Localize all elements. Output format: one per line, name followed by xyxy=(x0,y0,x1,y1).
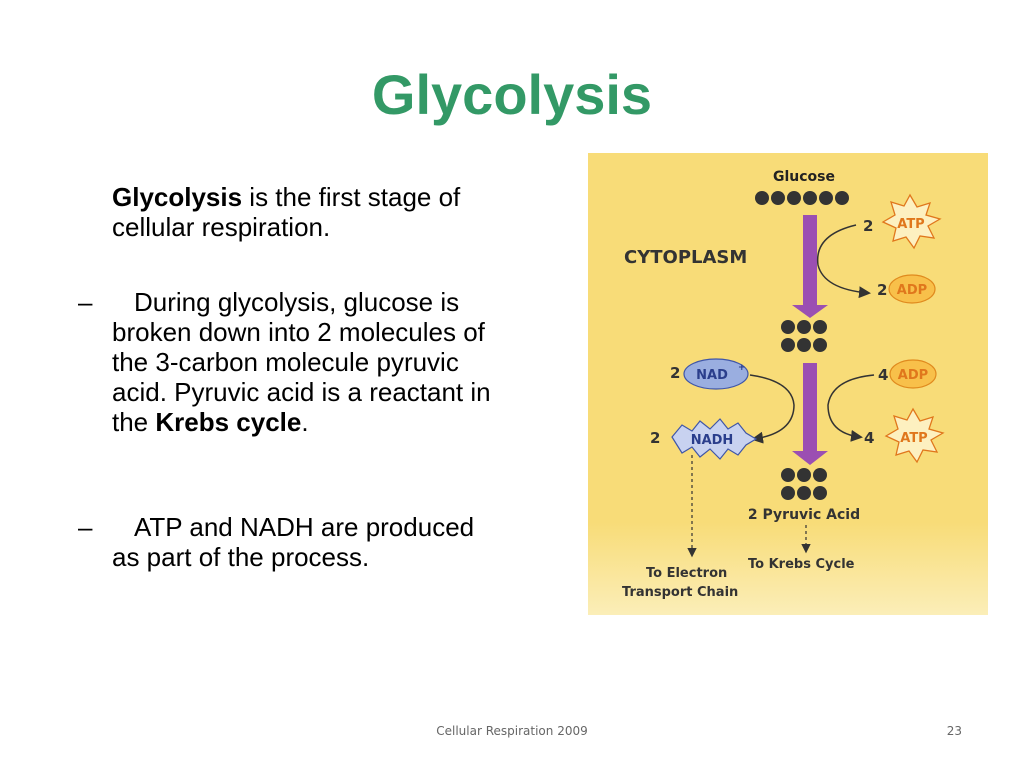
nad-oval: NAD + xyxy=(683,358,749,390)
nad-count: 2 xyxy=(670,364,680,382)
nadh-label: NADH xyxy=(691,433,734,448)
atp-in-label: ATP xyxy=(897,217,924,232)
cytoplasm-label: CYTOPLASM xyxy=(624,247,747,268)
adp-out-count: 2 xyxy=(877,281,887,299)
atp-to-adp-curve xyxy=(816,224,871,299)
slide-footer: Cellular Respiration 2009 xyxy=(436,724,588,738)
bullet-products: ATP and NADH are produced as part of the… xyxy=(112,512,475,572)
bullet-intro-text: is the first stage of cellular respirati… xyxy=(112,182,461,242)
nad-superscript: + xyxy=(738,363,746,373)
nad-label: NAD xyxy=(696,368,728,383)
main-arrow-1 xyxy=(792,215,828,318)
atp-in-star: ATP xyxy=(881,193,942,250)
bullet-intro: Glycolysis is the first stage of cellula… xyxy=(112,182,512,242)
main-arrow-2 xyxy=(792,363,828,465)
bullet-detail-end: . xyxy=(301,407,309,437)
adp-in-oval: ADP xyxy=(889,359,937,389)
adp-out-oval: ADP xyxy=(888,274,936,304)
nadh-count: 2 xyxy=(650,429,660,447)
atp-out-label: ATP xyxy=(900,431,927,446)
slide-number: 23 xyxy=(946,724,962,738)
adp-to-atp-curve xyxy=(827,374,875,442)
slide-title: Glycolysis xyxy=(371,63,653,126)
adp-in-count: 4 xyxy=(878,366,888,384)
to-krebs-label: To Krebs Cycle xyxy=(748,557,855,572)
three-carbon-molecules-1 xyxy=(781,320,827,352)
bullet-dash-2: – xyxy=(78,512,93,542)
to-etc-label-1: To Electron xyxy=(646,566,727,581)
glycolysis-diagram: Glucose CYTOPLASM 2 ATP 2 ADP xyxy=(588,153,988,615)
nadh-burst: NADH xyxy=(671,418,758,460)
bullet-detail-text: During glycolysis, glucose is broken dow… xyxy=(112,287,491,437)
glucose-label: Glucose xyxy=(773,169,835,185)
nad-to-nadh-curve xyxy=(749,374,795,444)
bullet-glycolysis-detail: During glycolysis, glucose is broken dow… xyxy=(112,287,512,437)
krebs-cycle-term: Krebs cycle xyxy=(155,407,302,437)
bullet-dash-1: – xyxy=(78,287,93,317)
to-etc-label-2: Transport Chain xyxy=(622,585,738,600)
adp-out-label: ADP xyxy=(897,283,927,298)
atp-out-count: 4 xyxy=(864,429,874,447)
glucose-molecule xyxy=(755,191,849,205)
glycolysis-diagram-svg: Glucose CYTOPLASM 2 ATP 2 ADP xyxy=(588,153,988,615)
glycolysis-term: Glycolysis xyxy=(112,182,243,212)
atp-out-star: ATP xyxy=(884,407,945,464)
pyruvic-acid-label: 2 Pyruvic Acid xyxy=(748,507,860,523)
adp-in-label: ADP xyxy=(898,368,928,383)
atp-in-count: 2 xyxy=(863,217,873,235)
pyruvic-acid-molecules xyxy=(781,468,827,500)
